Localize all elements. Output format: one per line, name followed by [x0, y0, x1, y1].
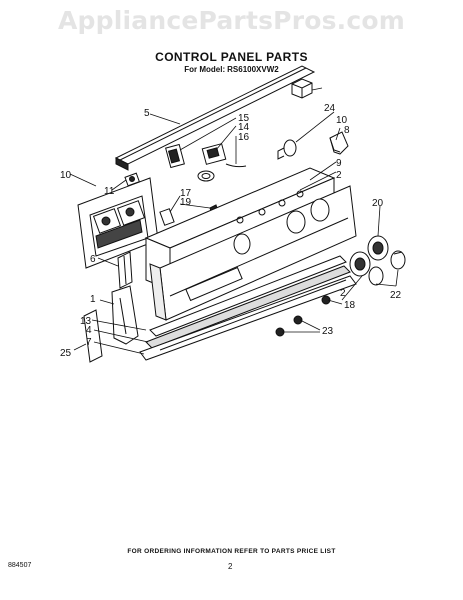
page-number: 2 — [228, 562, 233, 571]
callout-label: 25 — [60, 348, 72, 359]
diagram-number: 884507 — [8, 562, 32, 569]
callout-label: 10 — [60, 170, 72, 181]
callout-label: 19 — [180, 197, 192, 208]
model-prefix: For Model: — [184, 65, 226, 74]
model-subtitle: For Model:RS6100XVW2 — [0, 65, 463, 74]
callout-label: 2 — [340, 288, 346, 299]
part-trim-bars — [139, 255, 357, 361]
leader-lines — [69, 87, 399, 355]
diagram-title: CONTROL PANEL PARTS — [155, 50, 308, 64]
part-end-clip — [291, 78, 313, 99]
callout-label: 17 — [180, 188, 192, 199]
callout-label: 2 — [336, 170, 342, 181]
callout-label: 6 — [90, 254, 96, 265]
part-knobs — [349, 235, 406, 286]
callout-label: 14 — [238, 122, 250, 133]
callout-label: 22 — [390, 290, 402, 301]
callout-label: 10 — [336, 115, 348, 126]
part-side-bracket — [117, 251, 133, 289]
callout-labels: 5 24 10 8 15 14 16 9 2 10 11 17 19 20 22… — [60, 103, 402, 359]
callout-label: 20 — [372, 198, 384, 209]
callout-label: 13 — [80, 316, 92, 327]
part-switch-blocks — [165, 143, 247, 182]
callout-label: 8 — [344, 125, 350, 136]
part-switch — [124, 172, 140, 187]
callout-label: 5 — [144, 108, 150, 119]
ordering-info: FOR ORDERING INFORMATION REFER TO PARTS … — [127, 548, 336, 555]
callout-label: 16 — [238, 132, 250, 143]
callout-label: 15 — [238, 113, 250, 124]
part-knob-insert — [277, 139, 297, 160]
callout-label: 11 — [104, 186, 115, 197]
part-clip — [329, 131, 349, 155]
part-switch-bracket — [77, 177, 159, 269]
part-front-panel — [149, 185, 357, 321]
part-trim-strip — [114, 65, 316, 171]
callout-label: 24 — [324, 103, 336, 114]
callout-label: 4 — [86, 325, 92, 336]
watermark-text: AppliancePartsPros.com — [57, 6, 406, 35]
callout-label: 7 — [86, 337, 92, 348]
callout-label: 9 — [336, 158, 342, 169]
part-screws — [275, 295, 331, 337]
callout-label: 23 — [322, 326, 334, 337]
model-number: RS6100XVW2 — [227, 65, 279, 74]
callout-label: 18 — [344, 300, 356, 311]
callout-label: 1 — [90, 294, 96, 305]
part-end-caps — [83, 285, 139, 363]
